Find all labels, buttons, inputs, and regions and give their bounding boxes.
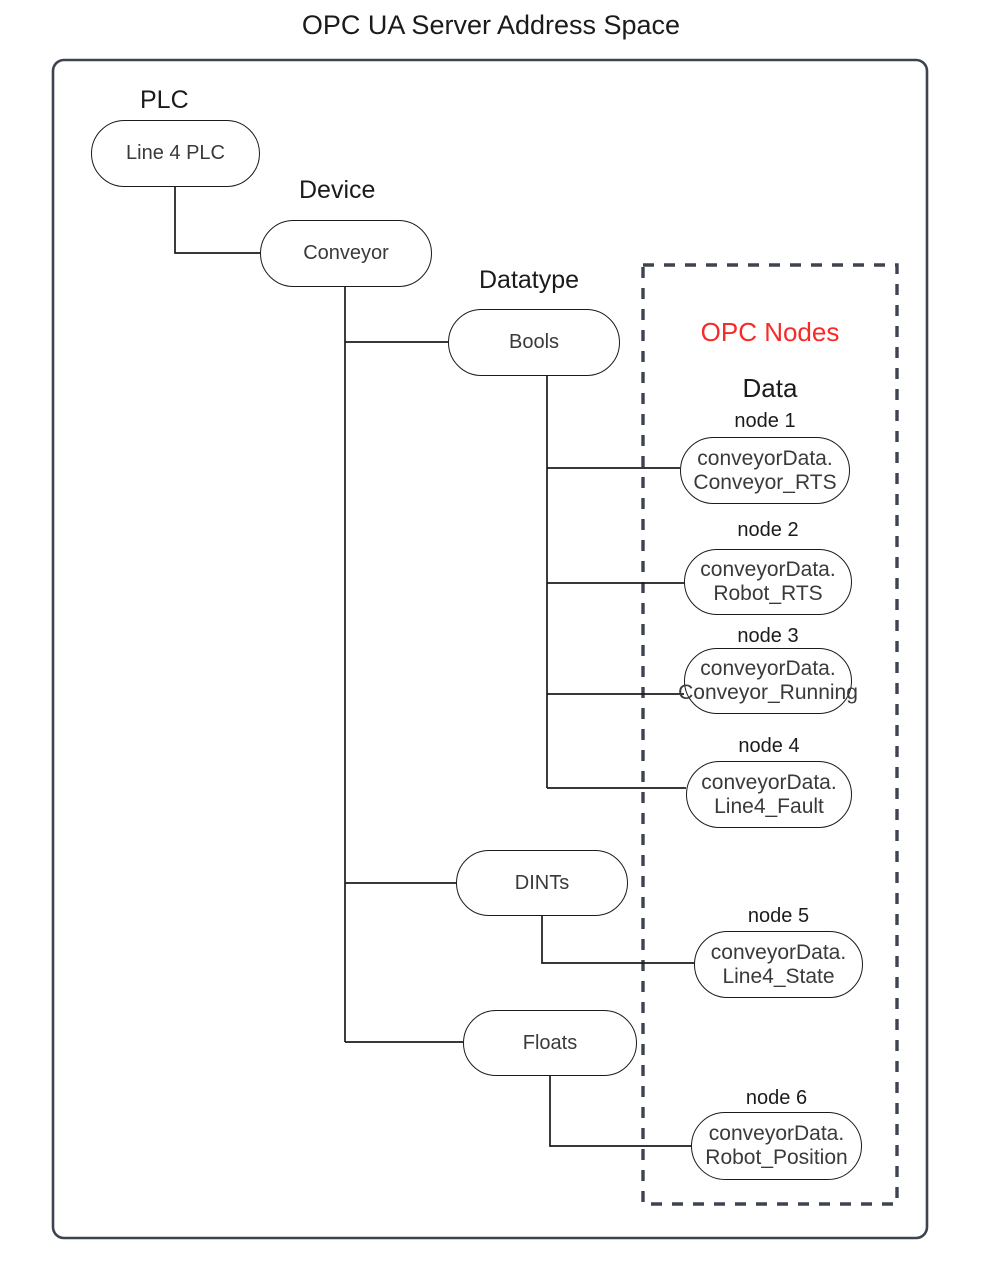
edge-plc-conveyor — [174, 187, 260, 254]
node-6-line2: Robot_Position — [705, 1146, 848, 1169]
node-2-line1: conveyorData. — [700, 558, 836, 582]
node-label-5: node 5 — [747, 905, 810, 927]
node-label-6: node 6 — [745, 1087, 808, 1109]
node-box-conveyor[interactable]: Conveyor — [260, 220, 432, 287]
node-5-line2: Line4_State — [722, 964, 835, 988]
category-label-device: Device — [299, 176, 376, 204]
node-box-1[interactable]: conveyorData. Conveyor_RTS — [680, 437, 850, 504]
group-title-data: Data — [742, 373, 798, 403]
node-box-2[interactable]: conveyorData. Robot_RTS — [684, 549, 852, 615]
node-box-5[interactable]: conveyorData. Line4_State — [694, 931, 863, 998]
node-box-6[interactable]: conveyorData. Robot_Position — [691, 1112, 862, 1180]
node-1-line1: conveyorData. — [697, 446, 833, 470]
node-4-line1: conveyorData. — [701, 770, 837, 794]
edge-dints-node5 — [541, 916, 694, 964]
node-2-line2: Robot_RTS — [713, 582, 823, 605]
category-label-datatype: Datatype — [479, 266, 580, 294]
node-box-floats[interactable]: Floats — [463, 1010, 637, 1076]
group-title-opc-nodes: OPC Nodes — [700, 317, 840, 347]
page-title: OPC UA Server Address Space — [301, 10, 681, 40]
node-3-line1: conveyorData. — [700, 657, 836, 681]
node-label-3: node 3 — [737, 625, 799, 647]
node-5-line1: conveyorData. — [710, 940, 847, 964]
node-box-3[interactable]: conveyorData. Conveyor_Running — [678, 648, 858, 714]
category-label-plc: PLC — [140, 86, 189, 114]
node-box-4[interactable]: conveyorData. Line4_Fault — [686, 761, 852, 828]
node-box-bools[interactable]: Bools — [448, 309, 620, 376]
node-label-1: node 1 — [734, 410, 796, 432]
node-box-line4-plc[interactable]: Line 4 PLC — [91, 120, 260, 187]
node-3-line2: Conveyor_Running — [678, 681, 858, 704]
node-label-4: node 4 — [738, 735, 800, 757]
node-box-dints[interactable]: DINTs — [456, 850, 628, 916]
node-1-line2: Conveyor_RTS — [693, 470, 837, 494]
node-4-line2: Line4_Fault — [714, 794, 824, 818]
node-6-line1: conveyorData. — [708, 1122, 845, 1146]
node-label-2: node 2 — [737, 519, 799, 541]
edge-floats-node6 — [549, 1076, 691, 1147]
